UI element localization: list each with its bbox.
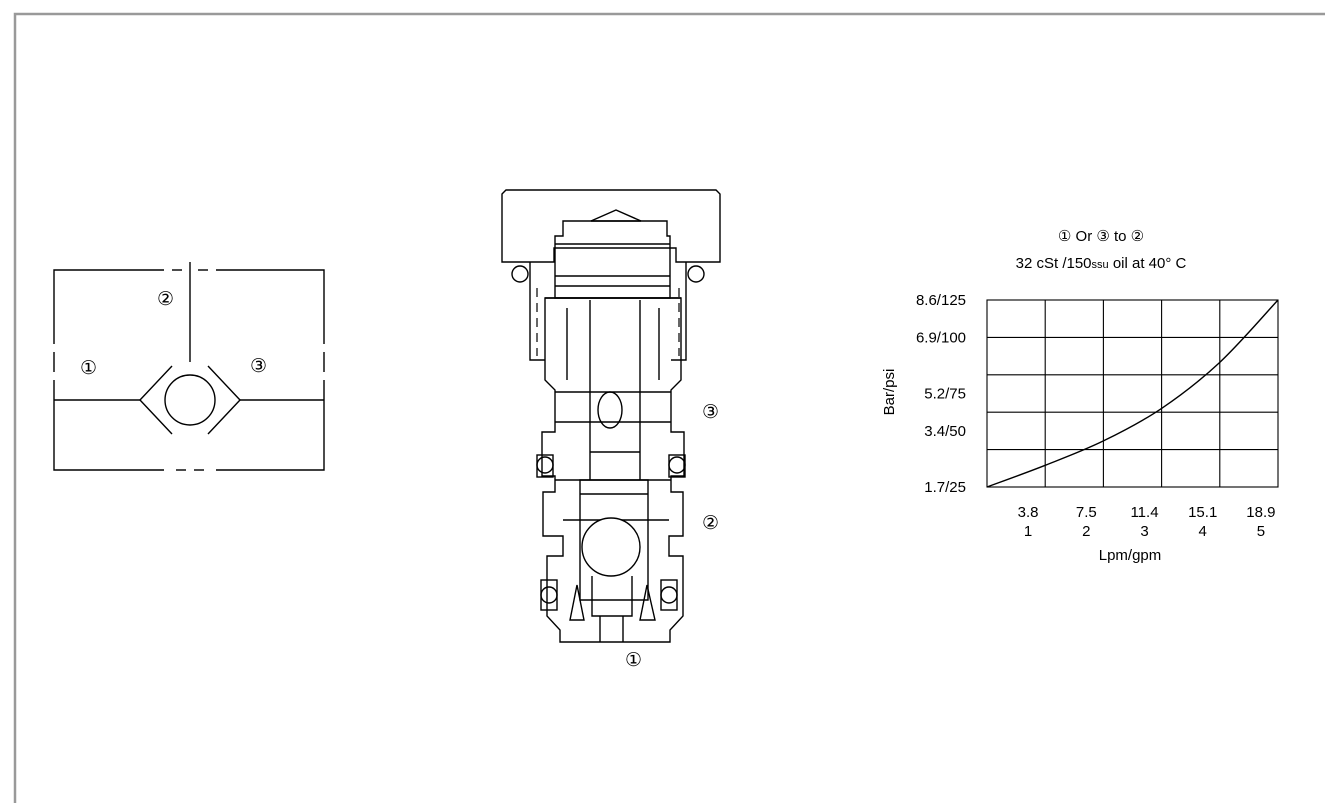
backup-ring-left-2 [540,579,558,611]
backup-ring-right-2 [660,579,678,611]
section-port3-label: ③ [702,402,719,423]
section-port1-label: ① [625,650,642,671]
y-tick-label: 1.7/25 [924,479,966,496]
x-tick-label-lpm: 18.9 [1246,504,1275,521]
cartridge-body [541,297,685,643]
x-axis-label: Lpm/gpm [1099,547,1162,564]
x-tick-label-gpm: 2 [1082,523,1090,540]
y-tick-label: 8.6/125 [916,292,966,309]
thread-left [529,262,545,361]
x-tick-labels: 3.8 1 7.5 2 11.4 3 15.1 4 18.9 5 [1018,504,1276,540]
x-tick-label-gpm: 1 [1024,523,1032,540]
backup-ring-left-1 [536,454,554,478]
y-tick-label: 3.4/50 [924,423,966,440]
inner-stem [589,300,641,480]
y-tick-label: 5.2/75 [924,386,966,403]
retainer-left [569,584,585,621]
hex-nut [501,189,721,263]
shuttle-ball [164,374,216,426]
chart-title: ① Or ③ to ② [1058,228,1144,245]
shuttle-seat-lines [139,365,241,435]
retainer-right [639,584,656,621]
y-tick-label: 6.9/100 [916,329,966,346]
x-tick-label-lpm: 15.1 [1188,504,1217,521]
symbol-port2-label: ② [157,289,174,310]
symbol-outline-top-right [216,269,325,344]
x-tick-label-lpm: 3.8 [1018,504,1039,521]
shuttle-spool [579,479,649,601]
x-tick-label-lpm: 11.4 [1130,504,1158,521]
thread-right [671,262,687,361]
port1-passage [599,616,624,642]
inner-bore [566,308,660,380]
check-ball [581,517,641,577]
hydraulic-symbol: ② ① ③ [53,262,325,471]
x-tick-label-lpm: 7.5 [1076,504,1097,521]
adjuster-tip [590,209,642,222]
chart-subtitle: 32 cSt /150ssu oil at 40° C [1016,255,1187,272]
y-axis-label: Bar/psi [881,369,898,416]
symbol-outline-top-left [53,269,164,344]
o-ring-top-left [511,265,529,283]
cartridge-section: ③ ② ① [501,189,721,671]
cross-port [597,391,623,429]
plot-grid [986,299,1279,488]
lower-seat [591,576,633,617]
seal-ring-right-1 [668,456,686,474]
x-tick-label-gpm: 4 [1199,523,1207,540]
y-tick-labels: 1.7/25 3.4/50 5.2/75 6.9/100 8.6/125 [916,292,966,496]
symbol-port1-label: ① [80,358,97,379]
o-ring-top-right [687,265,705,283]
series-curve [986,299,1279,488]
pressure-drop-chart: ① Or ③ to ② 32 cSt /150ssu oil at 40° C … [881,228,1279,564]
x-tick-label-gpm: 5 [1257,523,1265,540]
x-tick-label-gpm: 3 [1140,523,1148,540]
seal-ring-left-2 [540,586,558,604]
seal-ring-right-2 [660,586,678,604]
symbol-outline-bottom-right [216,380,325,471]
plot-frame [986,299,1279,488]
sheet-border [13,12,1325,803]
symbol-outline-bottom-left [53,380,164,471]
section-port2-label: ② [702,513,719,534]
symbol-port3-label: ③ [250,356,267,377]
seal-ring-left-1 [536,456,554,474]
backup-ring-right-1 [668,454,686,478]
